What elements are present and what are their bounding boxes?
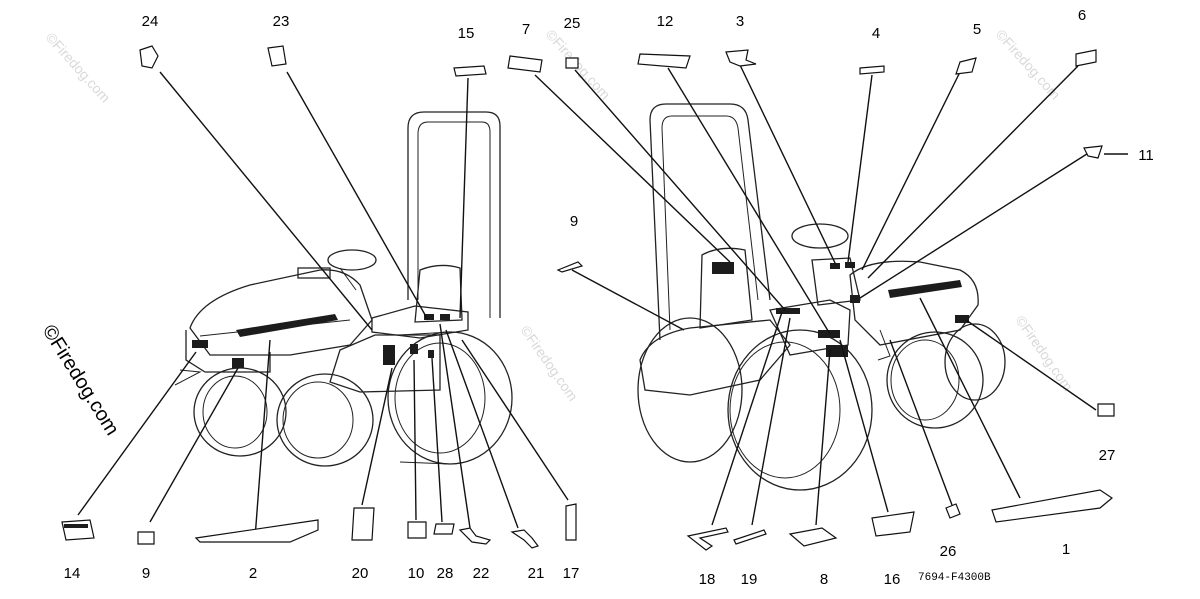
- callout-28: 28: [437, 565, 454, 582]
- leader-lines: [77, 64, 1097, 539]
- watermarks: ©Firedog.com ©Firedog.com ©Firedog.com ©…: [38, 26, 1076, 439]
- decal-6: [1075, 49, 1097, 67]
- callout-9-right: 9: [570, 213, 578, 230]
- diagram-code: 7694-F4300B: [918, 572, 991, 584]
- callout-11: 11: [1138, 147, 1154, 164]
- decal-8: [788, 527, 838, 547]
- callout-14: 14: [64, 565, 81, 582]
- callout-15: 15: [458, 25, 475, 42]
- decal-20: [351, 507, 375, 541]
- decal-28: [433, 523, 455, 535]
- decal-21: [510, 529, 539, 549]
- callout-17: 17: [563, 565, 580, 582]
- decal-26: [945, 503, 961, 519]
- callout-26: 26: [940, 543, 957, 560]
- decal-1: [991, 489, 1114, 523]
- callout-27: 27: [1099, 447, 1116, 464]
- watermark-1: ©Firedog.com: [43, 29, 114, 105]
- decal-24: [139, 45, 159, 69]
- callout-7: 7: [522, 21, 530, 38]
- decal-17: [565, 503, 577, 541]
- callout-23: 23: [273, 13, 290, 30]
- callout-4: 4: [872, 25, 880, 42]
- decal-23: [267, 45, 287, 67]
- callout-22: 22: [473, 565, 490, 582]
- callout-21: 21: [528, 565, 545, 582]
- callout-20: 20: [352, 565, 369, 582]
- callout-9-left: 9: [142, 565, 150, 582]
- decal-25: [565, 57, 579, 69]
- callout-19: 19: [741, 571, 758, 588]
- decal-22: [458, 527, 492, 545]
- decal-9-left: [137, 531, 155, 545]
- callout-8: 8: [820, 571, 828, 588]
- callout-5: 5: [973, 21, 981, 38]
- callout-18: 18: [699, 571, 716, 588]
- decal-15: [453, 65, 487, 77]
- watermark-2: ©Firedog.com: [518, 323, 582, 404]
- decal-5: [955, 57, 977, 75]
- decal-18: [686, 527, 729, 551]
- right-tractor-illustration: [637, 103, 1006, 491]
- decal-10: [407, 521, 427, 539]
- decal-27: [1097, 403, 1115, 417]
- watermark-5: ©Firedog.com: [1013, 313, 1077, 394]
- callout-12: 12: [657, 13, 674, 30]
- callout-2: 2: [249, 565, 257, 582]
- callout-1: 1: [1062, 541, 1070, 558]
- decal-11: [1083, 145, 1103, 159]
- decal-16: [871, 511, 915, 537]
- watermark-main: ©Firedog.com: [38, 321, 123, 439]
- callout-24: 24: [142, 13, 159, 30]
- decal-7: [507, 55, 543, 73]
- decal-2: [194, 519, 319, 543]
- decal-9-right: [556, 261, 584, 273]
- decal-12: [637, 53, 691, 69]
- decal-3: [725, 49, 757, 67]
- decal-14: [61, 519, 95, 541]
- decal-shapes: [61, 45, 1115, 551]
- decal-4: [859, 65, 885, 75]
- left-tractor-illustration: [174, 111, 513, 467]
- decal-19: [733, 529, 767, 545]
- callout-6: 6: [1078, 7, 1086, 24]
- callout-10: 10: [408, 565, 425, 582]
- callout-3: 3: [736, 13, 744, 30]
- callout-25: 25: [564, 15, 581, 32]
- callout-16: 16: [884, 571, 901, 588]
- callout-numbers: 24 23 15 7 25 12 3 4 5 6 11 9 27 14 9 2 …: [64, 7, 1154, 588]
